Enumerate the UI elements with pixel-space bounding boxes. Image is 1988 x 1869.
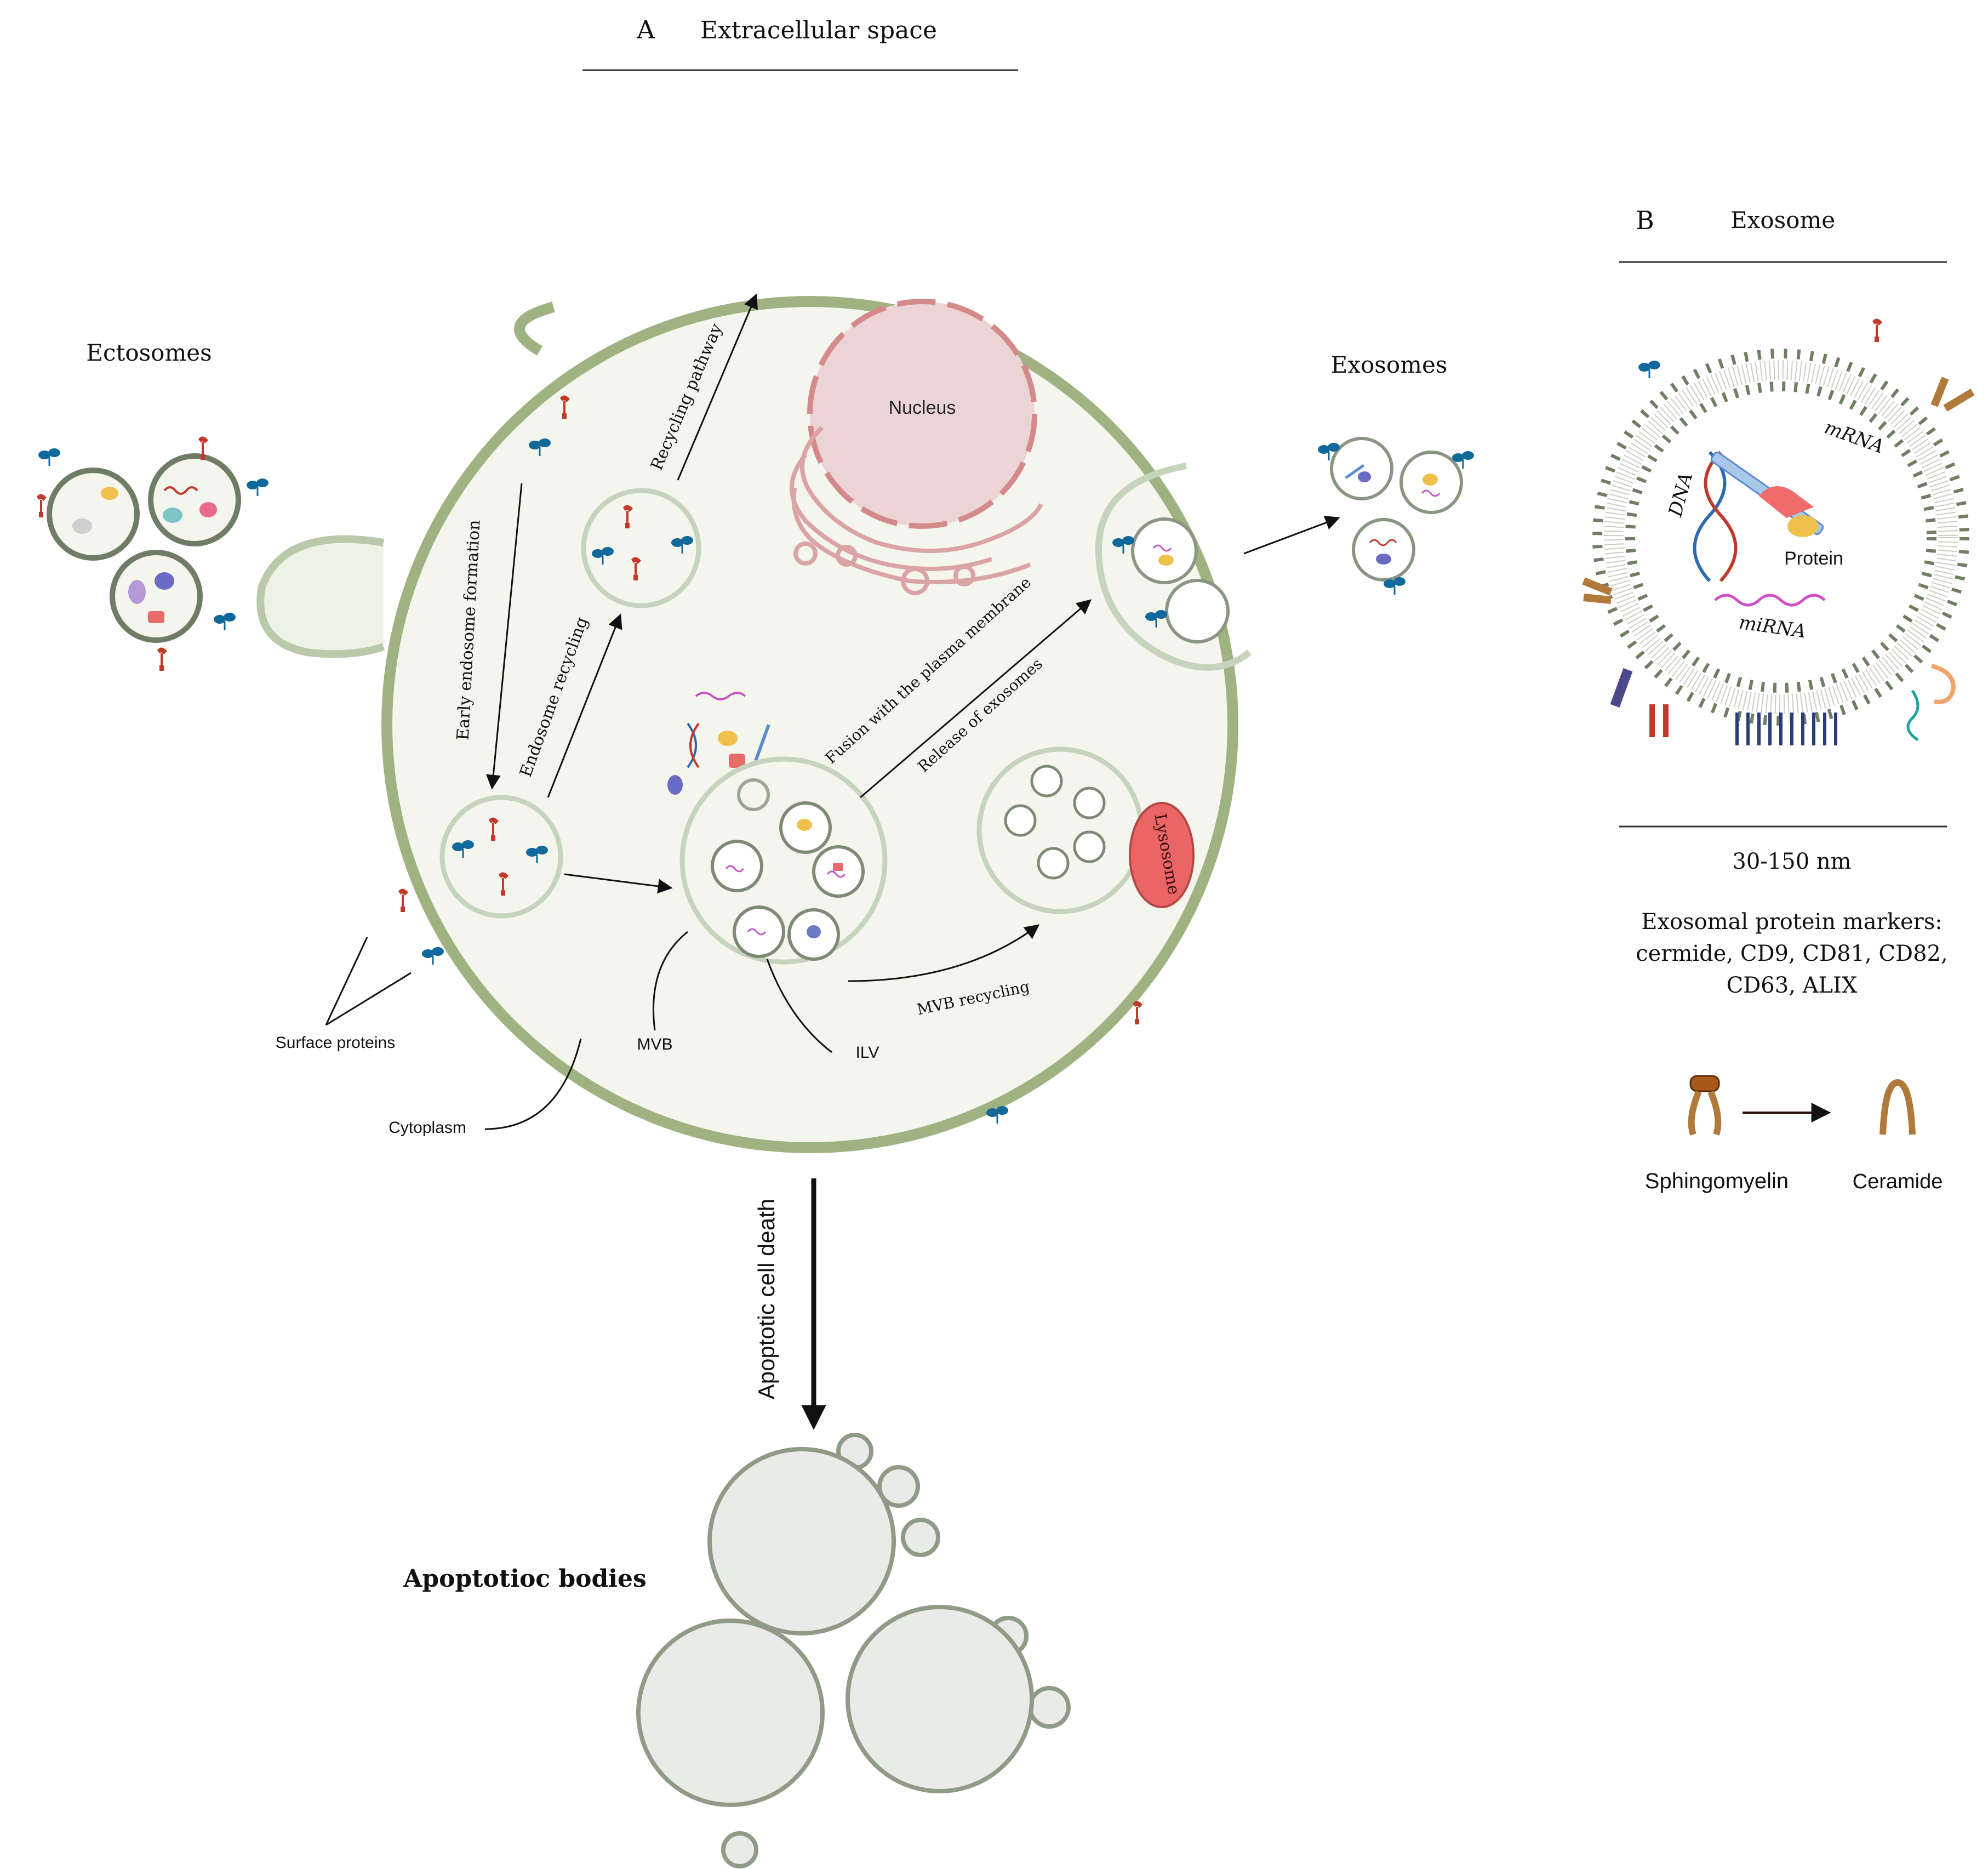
cytoplasm-pointer [484, 1038, 582, 1130]
surface-proteins-label: Surface proteins [276, 1034, 395, 1052]
surface-protein-red [1132, 1000, 1144, 1025]
surface-proteins-pointer [325, 937, 368, 1025]
early-endosome [439, 795, 563, 919]
recycling-endosome [581, 488, 701, 608]
surface-proteins-pointer [325, 972, 412, 1026]
protein-red [1759, 486, 1814, 518]
ceramide-label: Ceramide [1853, 1170, 1943, 1193]
ceramide-icon [1880, 1079, 1916, 1135]
apoptotic-cell-death-label: Apoptotic cell death [753, 1199, 779, 1400]
nucleus-label: Nucleus [889, 397, 956, 418]
panel-b-title: Exosome [1730, 207, 1835, 233]
exosome-detail [1582, 317, 1975, 745]
surface-protein-red [397, 887, 409, 913]
sphingomyelin-icon [1688, 1075, 1722, 1136]
nucleus [807, 299, 1037, 529]
lysosome [1129, 802, 1195, 908]
panel-b-letter: B [1636, 206, 1654, 235]
apoptotic-bodies-label: Apoptotioc bodies [403, 1565, 647, 1593]
panel-a-letter: A [636, 15, 655, 44]
released-exosomes [1317, 437, 1475, 596]
panel-a-title: Extracellular space [700, 16, 937, 44]
lipid-tails [1604, 360, 1958, 714]
markers-line-3: CD63, ALIX [1727, 973, 1858, 998]
dna-strand [1693, 451, 1727, 583]
apoptotic-bodies [636, 1433, 1071, 1868]
exosomes-label: Exosomes [1331, 351, 1448, 378]
dna-strand [1704, 451, 1738, 583]
golgi-apparatus [790, 426, 1043, 595]
exosome-size: 30-150 nm [1732, 849, 1851, 874]
exocytosis-site [1095, 463, 1252, 671]
ilv-pointer [766, 959, 832, 1053]
protein-yellow [1787, 515, 1818, 537]
markers-line-2: cermide, CD9, CD81, CD82, [1636, 941, 1947, 966]
ilv-label: ILV [856, 1044, 879, 1062]
surface-protein-blue [421, 946, 445, 966]
inner-lipid-heads [1625, 381, 1936, 693]
mvb-pointer [653, 931, 688, 1031]
membrane-bud [256, 535, 385, 658]
ilv [812, 845, 865, 898]
mvb-label: MVB [637, 1035, 672, 1053]
mvb [679, 756, 888, 965]
ilv [711, 840, 763, 892]
mirna-strand [1714, 594, 1826, 607]
ilv [733, 905, 785, 958]
cytoplasm-label: Cytoplasm [389, 1119, 466, 1137]
mvb-cargo [667, 692, 770, 795]
ectosome-cluster [36, 435, 270, 672]
protein-label: Protein [1784, 548, 1843, 569]
late-mvb [976, 747, 1144, 914]
pathway-arrows [485, 293, 1340, 982]
outer-lipid-heads [1592, 349, 1969, 726]
membrane-invagination [514, 301, 555, 356]
markers-line-1: Exosomal protein markers: [1641, 909, 1943, 934]
ectosomes-label: Ectosomes [86, 339, 212, 366]
sphingomyelin-label: Sphingomyelin [1645, 1169, 1789, 1193]
cell [256, 296, 1238, 1153]
